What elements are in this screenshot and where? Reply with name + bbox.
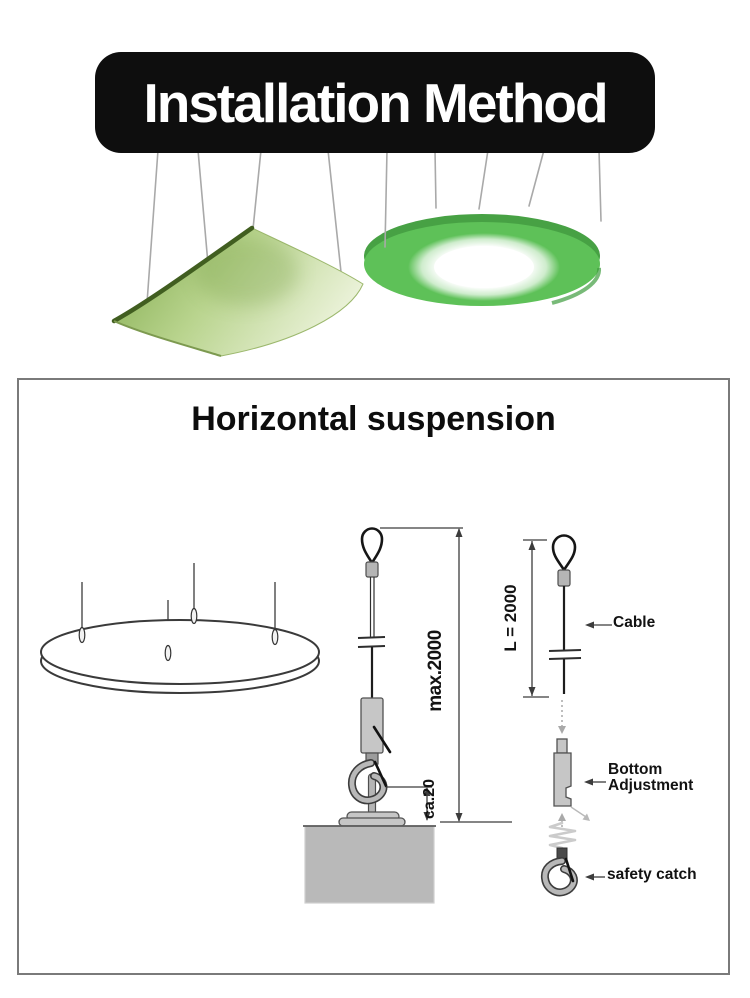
banner-title: Installation Method bbox=[143, 71, 608, 134]
disc-panel-diagram bbox=[40, 563, 320, 694]
anchor-bead bbox=[190, 607, 198, 625]
cable bbox=[434, 149, 437, 209]
break-mark bbox=[357, 645, 386, 648]
arrow-left-icon bbox=[585, 621, 594, 629]
ferrule bbox=[557, 569, 571, 587]
safety-catch-label: safety catch bbox=[607, 866, 697, 883]
curved-panel-bottom-edge bbox=[113, 320, 222, 357]
adjuster-stem bbox=[556, 738, 568, 754]
hook bbox=[349, 760, 386, 803]
disc-top-face bbox=[40, 619, 320, 685]
ring-panel bbox=[364, 214, 602, 306]
suspension-cables bbox=[146, 149, 602, 304]
dimension-ca-20: ca.20 bbox=[386, 779, 438, 821]
anchor-bead bbox=[271, 628, 279, 646]
adjuster-lever bbox=[372, 725, 392, 754]
dimension-max-2000: max.2000 bbox=[380, 527, 512, 823]
anchor-bead bbox=[164, 644, 172, 662]
max-length-label: max.2000 bbox=[425, 630, 446, 712]
arrow-down-icon bbox=[528, 687, 536, 696]
spring bbox=[548, 821, 577, 850]
break-mark bbox=[548, 657, 582, 660]
curved-panel-shading bbox=[195, 238, 299, 306]
arrow-up-icon bbox=[455, 528, 463, 537]
arrow-up-icon bbox=[558, 813, 566, 821]
arrow-up-icon bbox=[528, 541, 536, 550]
cable bbox=[528, 149, 545, 207]
assembly-guide-line bbox=[570, 806, 587, 818]
arrow-down-icon bbox=[455, 813, 463, 822]
cable bbox=[252, 149, 262, 230]
curved-panel bbox=[111, 225, 364, 357]
title-banner: Installation Method bbox=[95, 52, 655, 153]
bottom-adjustment-label-line2: Adjustment bbox=[608, 777, 693, 794]
arrow-down-icon bbox=[423, 812, 431, 821]
bottom-adjustment-body bbox=[553, 752, 572, 807]
cable bbox=[197, 149, 209, 265]
panel-block bbox=[304, 825, 435, 904]
horizontal-suspension-section: Horizontal suspension bbox=[17, 378, 730, 975]
cable bbox=[478, 149, 489, 210]
cable bbox=[384, 149, 388, 248]
assembled-hanger-diagram bbox=[303, 527, 436, 904]
hook-offset-label: ca.20 bbox=[421, 779, 438, 819]
cable-label: Cable bbox=[613, 614, 656, 631]
arrow-down-icon bbox=[558, 726, 566, 734]
ring-right-edge bbox=[551, 267, 602, 305]
break-mark bbox=[548, 649, 582, 652]
arrow-left-icon bbox=[584, 778, 593, 786]
cable-loop bbox=[551, 534, 577, 572]
suspension-technical-diagram: max.2000 ca.20 bbox=[40, 527, 697, 904]
suspended-panels-illustration bbox=[111, 149, 602, 357]
cable bbox=[598, 149, 602, 222]
ring-hole bbox=[434, 246, 534, 288]
anchor-bead bbox=[78, 626, 86, 644]
cable-loop bbox=[360, 527, 384, 565]
section-title: Horizontal suspension bbox=[191, 400, 556, 438]
ferrule bbox=[365, 561, 379, 578]
cable bbox=[146, 149, 159, 304]
arrow-diagonal-icon bbox=[582, 813, 590, 821]
exploded-parts-diagram: L = 2000 Cable Bottom Adjustment bbox=[501, 534, 697, 897]
adjuster-body bbox=[360, 697, 384, 754]
bottom-adjustment-label-line1: Bottom bbox=[608, 761, 662, 778]
curved-panel-edge bbox=[111, 225, 255, 324]
hook-gate bbox=[373, 760, 388, 788]
cable-length-label: L = 2000 bbox=[501, 584, 520, 651]
cable bbox=[327, 149, 342, 273]
break-mark bbox=[357, 636, 386, 639]
mount-plate-base bbox=[338, 817, 406, 827]
hook-gate bbox=[564, 857, 575, 883]
arrow-up-icon bbox=[423, 787, 431, 796]
arrow-left-icon bbox=[585, 873, 594, 881]
